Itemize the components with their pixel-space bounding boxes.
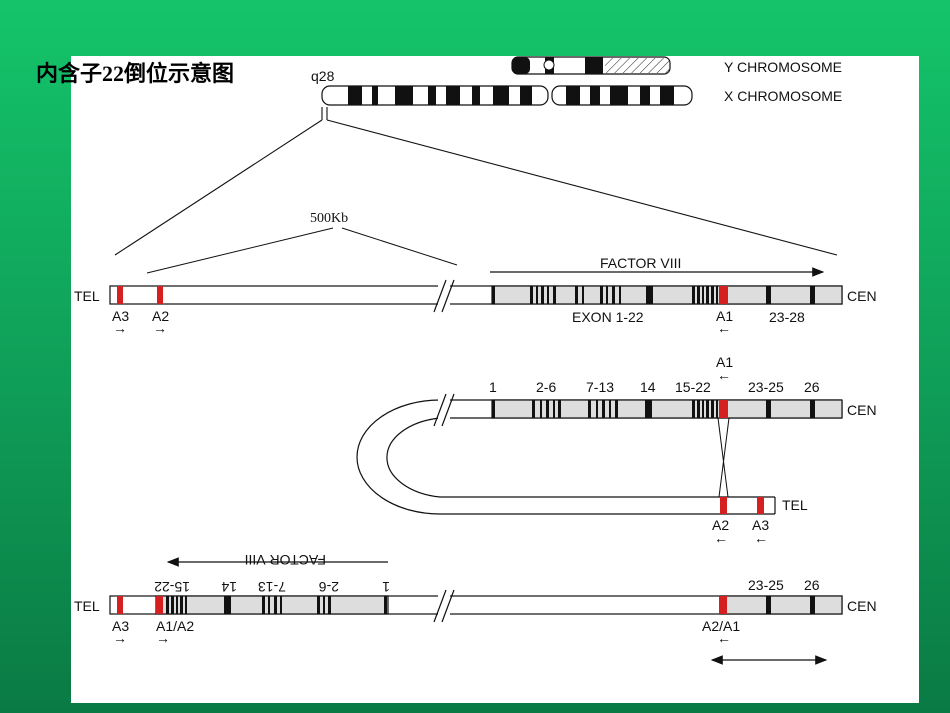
- panel2-a1-arrow: ←: [717, 367, 731, 383]
- zoom-lines: [114, 107, 838, 256]
- panel3-marker-a2-a1-arrow: ←: [717, 630, 731, 646]
- panel3-exon-23-25: 23-25: [748, 577, 784, 593]
- y-chromosome-label: Y CHROMOSOME: [724, 59, 842, 75]
- panel1-cen-label: CEN: [847, 288, 877, 304]
- panel3-tel-label: TEL: [74, 598, 100, 614]
- panel1-marker-a2: A2: [152, 308, 169, 324]
- diagram-panel: [71, 56, 919, 703]
- panel2-exon-7-13: 7-13: [586, 379, 614, 395]
- panel1-marker-a1-arrow: ←: [717, 320, 731, 336]
- panel3-exon-2-6: 2-6: [319, 579, 339, 595]
- panel2-recombination-loop: [356, 393, 843, 515]
- slide-title: 内含子22倒位示意图: [36, 61, 235, 86]
- panel1-marker-a3: A3: [112, 308, 129, 324]
- panel3-exon-1: 1: [382, 579, 390, 595]
- panel2-exon-14: 14: [640, 379, 656, 395]
- scale-label: 500Kb: [310, 211, 348, 226]
- panel2-cen-label: CEN: [847, 402, 877, 418]
- panel3-marker-a2-a1: A2/A1: [702, 618, 740, 634]
- panel3-exon-15-22: 15-22: [154, 579, 190, 595]
- panel3-inverted-chromosome: [109, 589, 843, 623]
- panel3-gene-label: FACTOR VIII: [245, 552, 326, 568]
- panel3-marker-a1-a2: A1/A2: [156, 618, 194, 634]
- panel2-exon-26: 26: [804, 379, 820, 395]
- panel1-tel-label: TEL: [74, 288, 100, 304]
- scale-lines: [146, 227, 458, 274]
- x-chromosome-label: X CHROMOSOME: [724, 88, 842, 104]
- x-chromosome-ideogram: [321, 85, 693, 106]
- panel3-marker-a3-arrow: →: [113, 630, 127, 646]
- panel2-a1-label: A1: [716, 354, 733, 370]
- panel2-exon-23-25: 23-25: [748, 379, 784, 395]
- panel3-exon-7-13: 7-13: [258, 579, 286, 595]
- panel3-marker-a1-a2-arrow: →: [156, 630, 170, 646]
- y-chromosome-ideogram: [511, 56, 671, 75]
- panel1-tail-label: 23-28: [769, 309, 805, 325]
- band-label-q28: q28: [311, 68, 335, 84]
- panel1-gene-label: FACTOR VIII: [600, 255, 681, 271]
- panel2-marker-a3: A3: [752, 517, 769, 533]
- panel3-exon-14: 14: [221, 579, 237, 595]
- panel2-exon-1: 1: [489, 379, 497, 395]
- panel2-marker-a2: A2: [712, 517, 729, 533]
- panel1-marker-a3-arrow: →: [113, 320, 127, 336]
- panel1-normal-chromosome: [109, 279, 843, 313]
- panel1-exon-label: EXON 1-22: [572, 309, 644, 325]
- panel2-marker-a3-arrow: ←: [754, 530, 768, 546]
- panel2-exon-2-6: 2-6: [536, 379, 556, 395]
- panel1-marker-a2-arrow: →: [153, 320, 167, 336]
- panel2-tel-label: TEL: [782, 497, 808, 513]
- panel2-marker-a2-arrow: ←: [714, 530, 728, 546]
- panel3-cen-label: CEN: [847, 598, 877, 614]
- panel2-exon-15-22: 15-22: [675, 379, 711, 395]
- panel3-exon-26: 26: [804, 577, 820, 593]
- panel1-marker-a1: A1: [716, 308, 733, 324]
- panel3-marker-a3: A3: [112, 618, 129, 634]
- panel3-inverted-exon-labels: 15-22 14 7-13 2-6 1: [154, 579, 390, 595]
